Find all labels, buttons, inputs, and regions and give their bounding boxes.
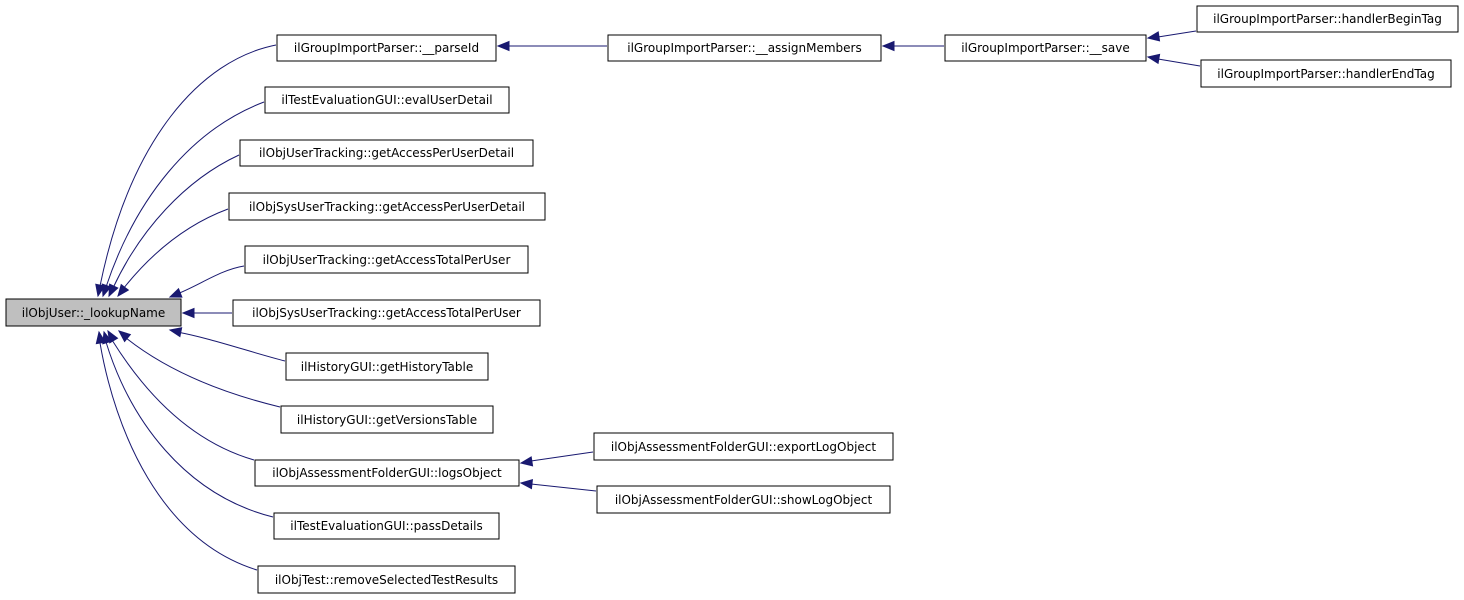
node-label-n13: ilObjAssessmentFolderGUI::logsObject	[272, 466, 502, 480]
node-label-n15: ilObjAssessmentFolderGUI::showLogObject	[615, 493, 873, 507]
node-n13[interactable]: ilObjAssessmentFolderGUI::logsObject	[254, 459, 520, 487]
arrowhead-n10-root	[181, 307, 195, 319]
node-n11[interactable]: ilHistoryGUI::getHistoryTable	[285, 352, 489, 381]
node-label-n12: ilHistoryGUI::getVersionsTable	[297, 413, 477, 427]
edge-n5-n3	[1157, 58, 1201, 67]
nodes: ilObjUser::_lookupName ilGroupImportPars…	[5, 5, 1459, 594]
arrowhead-n2-n1	[496, 40, 510, 52]
node-label-n4: ilGroupImportParser::handlerBeginTag	[1213, 12, 1442, 26]
arrowhead-n5-n3	[1146, 53, 1161, 65]
arrowhead-n3-n2	[881, 40, 895, 52]
node-n12[interactable]: ilHistoryGUI::getVersionsTable	[280, 405, 494, 434]
node-label-n7: ilObjUserTracking::getAccessPerUserDetai…	[259, 146, 514, 160]
edge-n13-root	[111, 339, 255, 461]
edge-n17-root	[99, 342, 258, 571]
edge-n6-root	[105, 101, 265, 288]
node-n6[interactable]: ilTestEvaluationGUI::evalUserDetail	[264, 86, 510, 114]
node-n17[interactable]: ilObjTest::removeSelectedTestResults	[257, 565, 516, 594]
node-n7[interactable]: ilObjUserTracking::getAccessPerUserDetai…	[239, 139, 534, 167]
node-label-n3: ilGroupImportParser::__save	[961, 41, 1130, 55]
edge-n4-n3	[1157, 30, 1197, 38]
node-label-root: ilObjUser::_lookupName	[22, 306, 166, 320]
node-label-n14: ilObjAssessmentFolderGUI::exportLogObjec…	[611, 440, 877, 454]
edge-n8-root	[122, 208, 229, 290]
node-n1[interactable]: ilGroupImportParser::__parseId	[276, 34, 497, 62]
node-label-n5: ilGroupImportParser::handlerEndTag	[1217, 67, 1434, 81]
arrowhead-n11-root	[168, 327, 183, 338]
arrowhead-n17-root	[95, 330, 107, 345]
edge-n15-n13	[530, 483, 597, 492]
edge-n1-root	[99, 44, 277, 287]
node-label-n9: ilObjUserTracking::getAccessTotalPerUser	[263, 253, 511, 267]
arrowhead-n15-n13	[519, 479, 533, 490]
node-label-n2: ilGroupImportParser::__assignMembers	[627, 41, 861, 55]
arrowhead-n6-root	[101, 283, 112, 298]
edge-n11-root	[176, 331, 286, 362]
edge-n12-root	[125, 337, 281, 408]
node-label-n1: ilGroupImportParser::__parseId	[294, 41, 479, 55]
node-root[interactable]: ilObjUser::_lookupName	[5, 298, 182, 327]
node-n3[interactable]: ilGroupImportParser::__save	[944, 34, 1147, 62]
arrowhead-n12-root	[117, 330, 132, 343]
node-n14[interactable]: ilObjAssessmentFolderGUI::exportLogObjec…	[593, 432, 894, 461]
node-n9[interactable]: ilObjUserTracking::getAccessTotalPerUser	[244, 245, 529, 274]
edge-n16-root	[105, 341, 274, 518]
edges	[95, 30, 1201, 571]
node-n2[interactable]: ilGroupImportParser::__assignMembers	[607, 34, 882, 62]
node-label-n11: ilHistoryGUI::getHistoryTable	[301, 360, 474, 374]
node-label-n16: ilTestEvaluationGUI::passDetails	[290, 519, 482, 533]
arrowhead-n9-root	[168, 287, 183, 298]
arrowhead-n7-root	[108, 283, 119, 298]
arrowhead-n14-n13	[519, 456, 534, 467]
node-n15[interactable]: ilObjAssessmentFolderGUI::showLogObject	[596, 485, 891, 514]
arrowhead-n4-n3	[1146, 31, 1161, 42]
node-n16[interactable]: ilTestEvaluationGUI::passDetails	[273, 512, 500, 540]
edge-n7-root	[112, 154, 240, 289]
arrowhead-n8-root	[117, 283, 130, 298]
node-label-n17: ilObjTest::removeSelectedTestResults	[275, 573, 498, 587]
node-n4[interactable]: ilGroupImportParser::handlerBeginTag	[1196, 5, 1459, 33]
node-label-n6: ilTestEvaluationGUI::evalUserDetail	[281, 93, 492, 107]
node-n5[interactable]: ilGroupImportParser::handlerEndTag	[1200, 59, 1452, 88]
node-n10[interactable]: ilObjSysUserTracking::getAccessTotalPerU…	[232, 299, 541, 327]
edge-n9-root	[176, 265, 245, 295]
node-n8[interactable]: ilObjSysUserTracking::getAccessPerUserDe…	[228, 192, 546, 221]
node-label-n10: ilObjSysUserTracking::getAccessTotalPerU…	[252, 306, 521, 320]
edge-n14-n13	[530, 451, 594, 462]
node-label-n8: ilObjSysUserTracking::getAccessPerUserDe…	[249, 200, 525, 214]
